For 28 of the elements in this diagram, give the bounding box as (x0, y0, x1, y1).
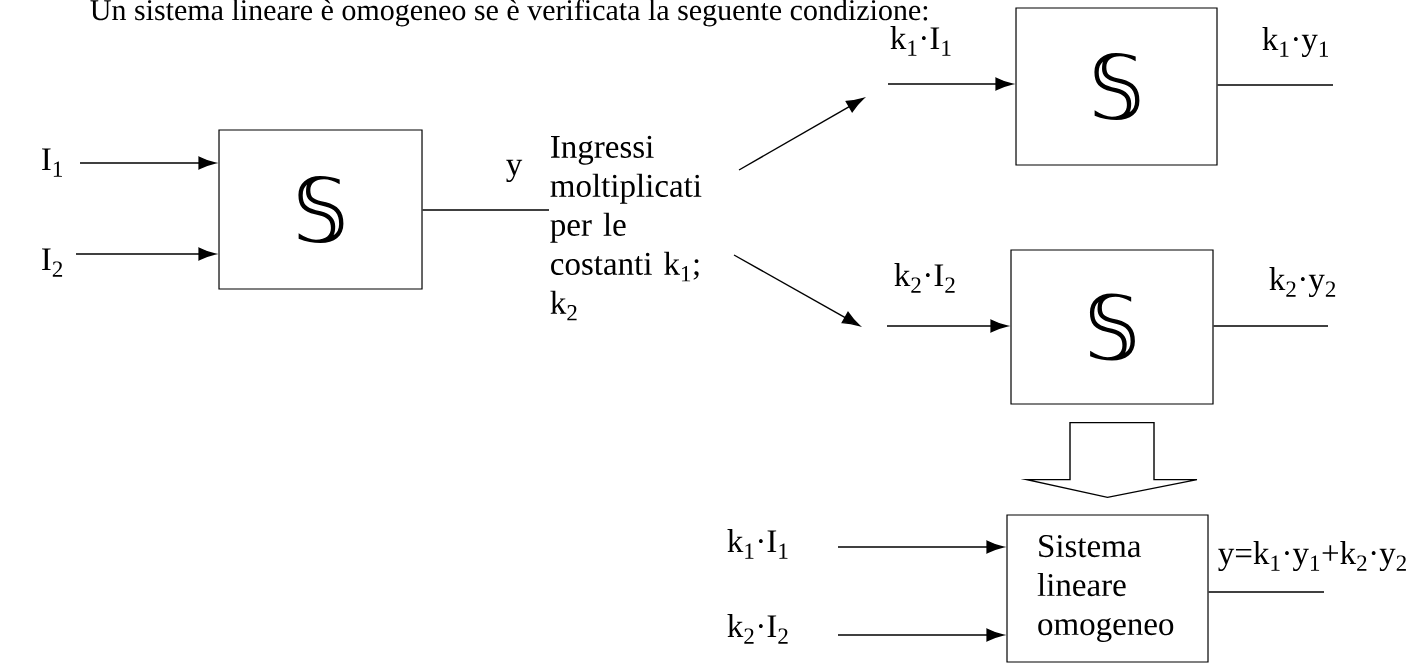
arrow (733, 254, 861, 327)
note-text: Ingressi moltiplicati per le costanti k$_{1}$; k$_{2}$ (550, 135, 702, 321)
signal-label: k$_{2}$·y$_{2}$ (1269, 267, 1336, 298)
signal-label: k$_{2}$·I$_{2}$ (727, 614, 788, 644)
signal-label: I$_{1}$ (42, 148, 62, 177)
arrow (75, 247, 216, 261)
signal-label: k$_{2}$·I$_{2}$ (894, 263, 955, 293)
signal-label: k$_{1}$·I$_{1}$ (890, 26, 951, 56)
system-box: 𝕊 (218, 129, 423, 290)
signal-label: y=k$_{1}$·y$_{1}$+k$_{2}$·y$_{2}$ (1218, 541, 1406, 572)
signal-label: y (506, 159, 523, 183)
output-line (1212, 325, 1329, 327)
signal-label: k$_{1}$·I$_{1}$ (727, 529, 788, 559)
system-box: 𝕊 (1015, 7, 1218, 166)
signal-label: k$_{1}$·y$_{1}$ (1262, 27, 1328, 58)
output-line (421, 209, 550, 211)
signal-label: I$_{2}$ (42, 248, 63, 277)
arrow (837, 540, 1004, 554)
system-box: Sistema lineare omogeneo (1006, 514, 1209, 663)
output-line (1216, 84, 1334, 86)
block-arrow (1020, 421, 1198, 499)
arrow (887, 77, 1013, 91)
arrow (886, 319, 1008, 333)
system-box: 𝕊 (1010, 249, 1214, 405)
arrow (79, 156, 216, 170)
arrow (837, 628, 1004, 642)
output-line (1207, 591, 1325, 593)
arrow (738, 97, 865, 171)
